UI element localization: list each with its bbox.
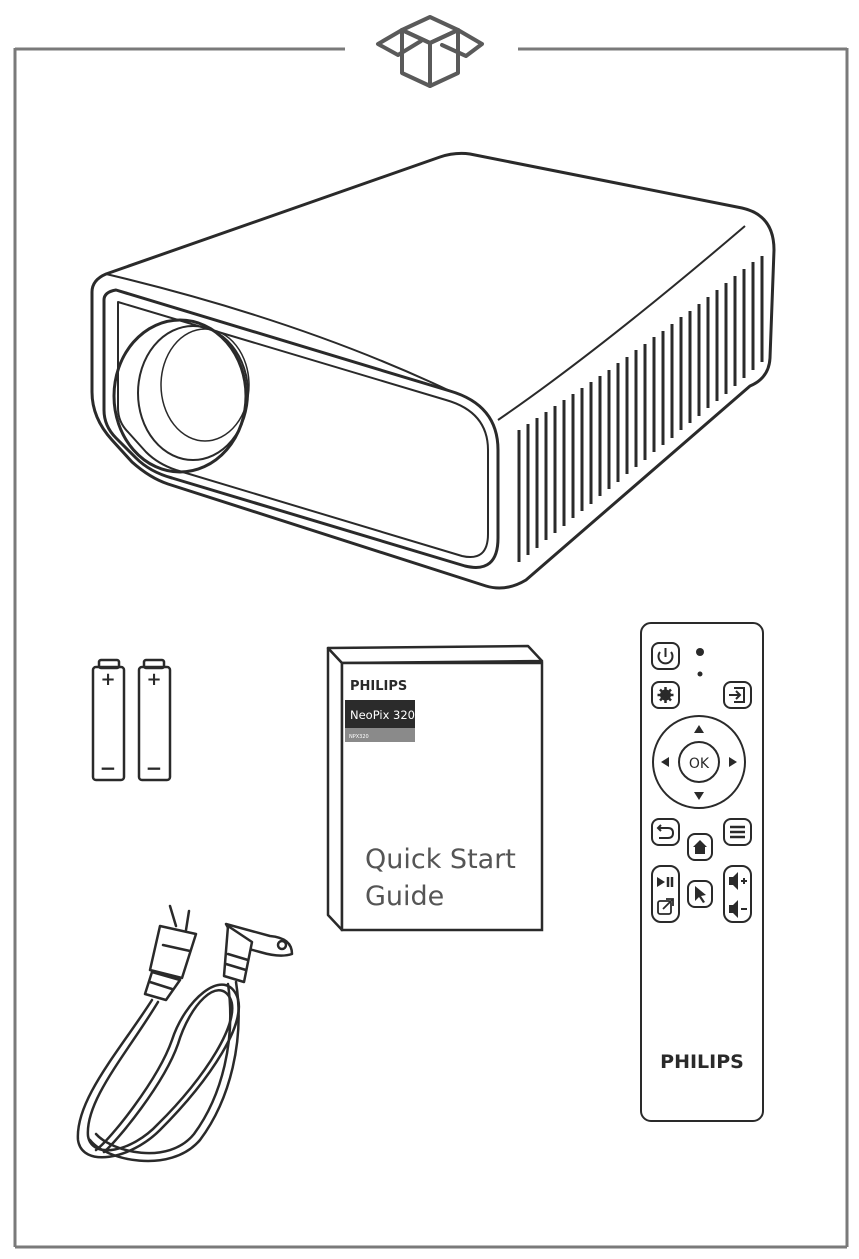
cursor-button[interactable]	[687, 880, 713, 908]
volume-button[interactable]	[723, 865, 752, 923]
back-button[interactable]	[651, 818, 680, 846]
battery-right-plus: +	[146, 669, 161, 690]
box-icon	[376, 15, 484, 88]
dpad-down-arrow[interactable]	[694, 792, 704, 800]
battery-left-plus: +	[100, 669, 115, 690]
battery-left	[91, 658, 126, 782]
input-source-icon	[729, 687, 745, 703]
projector-illustration	[90, 151, 776, 590]
guide-model: NeoPix 320	[350, 708, 415, 722]
remote-indicator-dot-small	[697, 671, 703, 677]
cursor-icon	[695, 886, 706, 903]
batteries-illustration	[91, 658, 172, 782]
power-cord-illustration	[76, 904, 294, 1163]
home-button[interactable]	[687, 833, 713, 861]
dpad-left-arrow[interactable]	[661, 757, 669, 767]
back-icon	[656, 824, 675, 839]
menu-button[interactable]	[723, 818, 752, 846]
volume-up-icon	[729, 872, 747, 890]
guide-model-banner	[345, 700, 415, 728]
dpad-up-arrow[interactable]	[694, 725, 704, 733]
projector-vents	[517, 256, 764, 562]
remote-brand: PHILIPS	[660, 1051, 744, 1073]
guide-code: NPX320	[349, 734, 369, 740]
screen-mirror-icon	[657, 898, 674, 915]
play-pause-mirror-button[interactable]	[651, 865, 680, 923]
guide-title-line2: Guide	[365, 881, 444, 912]
dpad[interactable]	[652, 715, 746, 809]
dpad-right-arrow[interactable]	[729, 757, 737, 767]
power-icon	[657, 648, 674, 665]
power-button[interactable]	[651, 642, 680, 670]
home-icon	[693, 840, 707, 854]
guide-brand: PHILIPS	[350, 679, 407, 694]
menu-icon	[730, 825, 745, 839]
guide-title-line1: Quick Start	[365, 844, 516, 875]
gear-icon	[657, 687, 674, 703]
ok-label: OK	[689, 756, 710, 772]
play-pause-icon	[657, 877, 674, 887]
volume-down-icon	[729, 900, 747, 918]
remote-indicator-dot-large	[696, 648, 704, 656]
battery-right	[137, 658, 172, 782]
package-frame	[13, 47, 849, 1249]
quick-start-guide	[326, 644, 544, 932]
guide-code-bar	[345, 728, 415, 742]
input-source-button[interactable]	[723, 681, 752, 709]
battery-right-minus: −	[146, 756, 163, 780]
settings-button[interactable]	[651, 681, 680, 709]
battery-left-minus: −	[100, 756, 117, 780]
ok-button[interactable]	[678, 741, 720, 783]
remote-control	[640, 622, 764, 1122]
